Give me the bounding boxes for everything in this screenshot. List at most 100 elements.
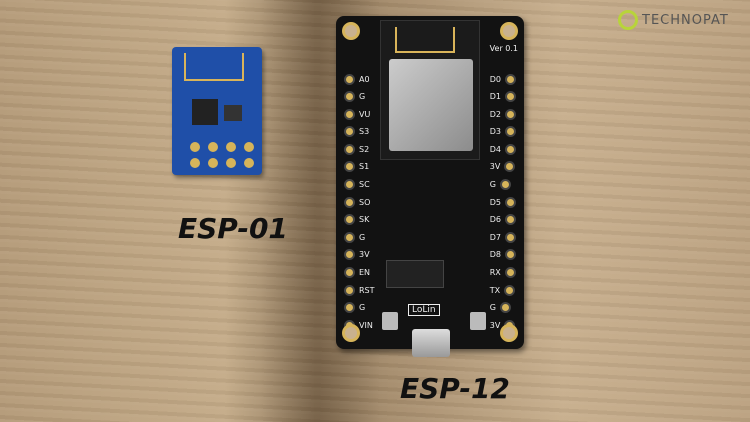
- pin-pad: [505, 73, 516, 85]
- pin-pad: [505, 214, 516, 226]
- pin-label: D4: [489, 144, 501, 154]
- pin-label: VIN: [359, 320, 373, 330]
- mount-hole: [500, 22, 518, 40]
- pin: SC: [344, 178, 375, 192]
- brand-text: LoLin: [408, 304, 440, 316]
- pin: S2: [344, 142, 375, 156]
- pin: RX: [490, 266, 516, 280]
- esp01-module: [172, 47, 262, 175]
- pin-pad: [505, 196, 516, 208]
- pin-label: EN: [359, 268, 371, 278]
- pin-label: A0: [359, 74, 370, 84]
- esp12-label: ESP-12: [400, 372, 510, 405]
- pin: A0: [344, 72, 375, 86]
- pin-label: D3: [489, 127, 501, 137]
- watermark-logo: TECHNOPAT: [618, 10, 729, 30]
- pin-pad: [344, 214, 355, 226]
- pin-pad: [344, 91, 355, 103]
- mount-hole: [342, 324, 360, 342]
- header-pins: [190, 142, 258, 168]
- pin: D5: [490, 195, 516, 209]
- pin-label: G: [489, 303, 496, 313]
- pin-pad: [344, 161, 355, 173]
- pin-label: RX: [489, 268, 501, 278]
- pin-label: G: [359, 92, 366, 102]
- pin-pad: [504, 267, 516, 279]
- pin-pad: [344, 143, 355, 155]
- pin-label: G: [359, 232, 366, 242]
- pin-label: SO: [359, 197, 371, 207]
- pin-label: S3: [359, 127, 370, 137]
- pin: G: [344, 301, 375, 315]
- flash-chip: [224, 105, 242, 121]
- pin-pad: [344, 73, 355, 85]
- pin: 3V: [490, 160, 516, 174]
- pin: G: [344, 90, 375, 104]
- rst-button: [382, 312, 398, 330]
- pin-pad: [505, 143, 516, 155]
- pin-label: VU: [359, 109, 371, 119]
- pin: D1: [490, 90, 516, 104]
- pin-pad: [504, 161, 516, 173]
- power-icon: [618, 10, 638, 30]
- pin: TX: [490, 283, 516, 297]
- pin-label: SK: [359, 215, 370, 225]
- pin: D7: [490, 230, 516, 244]
- pin-pad: [344, 302, 355, 314]
- pin-pad: [344, 179, 355, 191]
- pin-pad: [505, 126, 516, 138]
- pin-pad: [505, 231, 516, 243]
- pin: EN: [344, 266, 375, 280]
- pin-label: RST: [359, 285, 375, 295]
- esp01-label: ESP-01: [178, 212, 288, 245]
- pin-pad: [504, 284, 516, 296]
- pin: G: [490, 178, 516, 192]
- mount-hole: [500, 324, 518, 342]
- antenna-trace: [184, 53, 244, 81]
- pin-pad: [505, 108, 516, 120]
- pin-pad: [344, 126, 355, 138]
- pin: SK: [344, 213, 375, 227]
- pin: D8: [490, 248, 516, 262]
- pin-label: G: [489, 180, 496, 190]
- flash-button: [470, 312, 486, 330]
- pin: G: [344, 230, 375, 244]
- pin: RST: [344, 283, 375, 297]
- pin-pad: [499, 302, 511, 314]
- usb-serial-chip: [386, 260, 444, 288]
- pin-pad: [505, 249, 516, 261]
- pin-pad: [344, 284, 355, 296]
- antenna-trace: [395, 27, 455, 53]
- pin-pad: [499, 179, 511, 191]
- rf-shield: [389, 59, 473, 151]
- pin-pad: [344, 267, 355, 279]
- pin: D3: [490, 125, 516, 139]
- pin-label: G: [359, 303, 366, 313]
- pin: G: [490, 301, 516, 315]
- pin: D6: [490, 213, 516, 227]
- logo-text: TECHNOPAT: [642, 12, 729, 28]
- pin: S1: [344, 160, 375, 174]
- mount-hole: [342, 22, 360, 40]
- pin-label: D7: [489, 232, 501, 242]
- pin: D0: [490, 72, 516, 86]
- pin-pad: [344, 108, 355, 120]
- pin-pad: [344, 249, 355, 261]
- esp12-module: [380, 20, 480, 160]
- pin-label: 3V: [489, 162, 501, 172]
- pin-label: D1: [489, 92, 501, 102]
- pin: D4: [490, 142, 516, 156]
- pin: VU: [344, 107, 375, 121]
- pin: 3V: [344, 248, 375, 262]
- chip: [192, 99, 218, 125]
- pin-label: S2: [359, 144, 370, 154]
- pin: SO: [344, 195, 375, 209]
- pin-label: D0: [489, 74, 501, 84]
- pin-label: S1: [359, 162, 370, 172]
- micro-usb-port: [412, 329, 450, 357]
- pin: S3: [344, 125, 375, 139]
- pin-label: 3V: [489, 320, 501, 330]
